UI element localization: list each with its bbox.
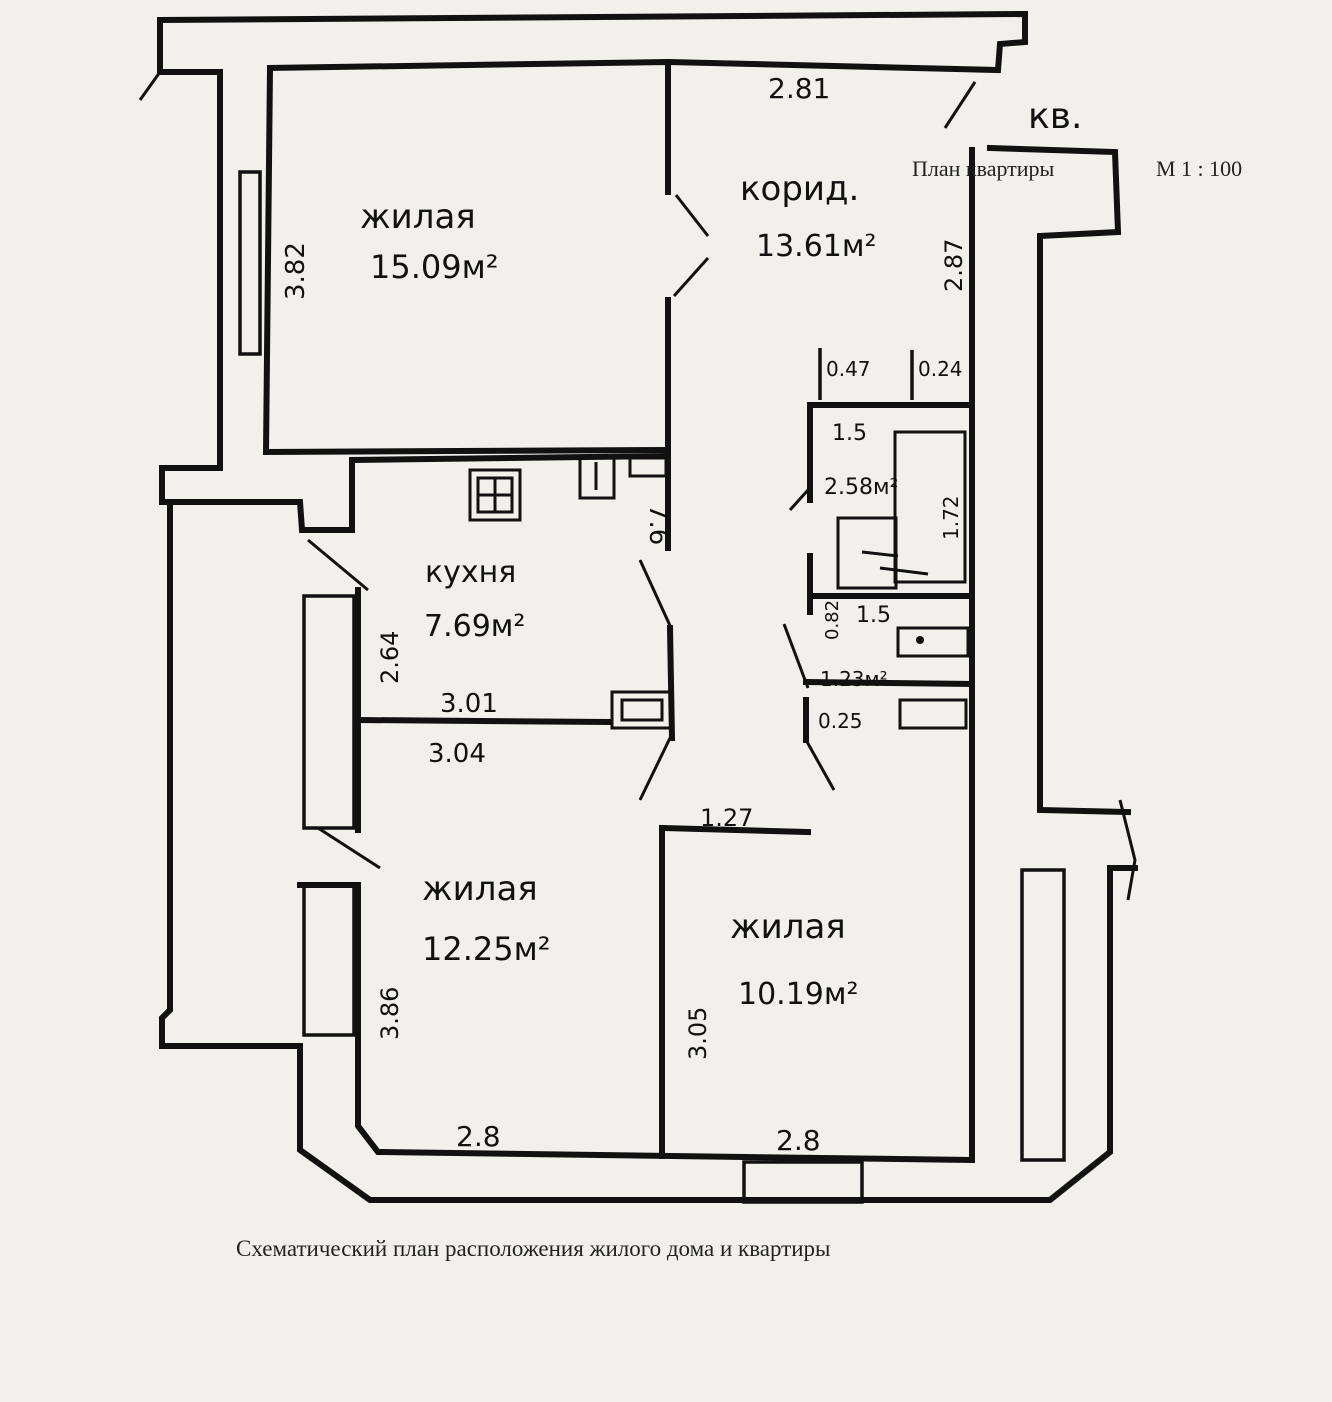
dim-left-upper: 3.82 [281, 242, 311, 300]
room-bathroom-area: 2.58м² [824, 475, 898, 500]
dim-kitchen-wall: 3.01 [440, 689, 498, 719]
scale-label: М 1 : 100 [1156, 156, 1242, 181]
door-swings [138, 71, 1137, 901]
dim-right-upper: 2.87 [940, 239, 968, 292]
dim-partition-short: 1.27 [700, 804, 753, 832]
dim-wc-bottom: 0.25 [818, 709, 863, 733]
room-living3-area: 10.19м² [738, 977, 859, 1012]
room-kitchen-name: кухня [425, 555, 516, 590]
dim-room2-side: 3.86 [376, 987, 404, 1040]
dim-bottom-left: 2.8 [456, 1120, 501, 1153]
room-kitchen-area: 7.69м² [424, 609, 525, 644]
plan-caption: Схематический план расположения жилого д… [236, 1236, 831, 1261]
washbasin-icon [836, 516, 898, 590]
plan-title: План квартиры [912, 156, 1055, 181]
dim-closet-b: 0.24 [918, 357, 963, 381]
dim-bottom-right: 2.8 [776, 1124, 821, 1157]
room-corridor-name: корид. [740, 169, 859, 209]
dim-bath-side: 1.72 [939, 495, 963, 540]
stove-icon [468, 468, 522, 522]
room-living1-area: 15.09м² [370, 248, 499, 286]
dim-top: 2.81 [768, 72, 830, 105]
dim-bath-top: 1.5 [832, 421, 867, 446]
dim-bath-bottom: 1.5 [856, 603, 891, 628]
room-living1-name: жилая [360, 197, 476, 237]
dim-room3-side: 3.05 [684, 1007, 712, 1060]
dim-wc-side: 0.82 [822, 600, 843, 640]
dim-closet-a: 0.47 [826, 357, 871, 381]
room-living3-name: жилая [730, 907, 846, 947]
dim-kitchen-side: 2.64 [376, 631, 404, 684]
room-living2-name: жилая [422, 869, 538, 909]
room-living2-area: 12.25м² [422, 930, 551, 968]
dim-room-wall: 3.04 [428, 739, 486, 769]
radiator-icon [610, 690, 674, 730]
apartment-label: кв. [1028, 96, 1082, 137]
sink-icon [578, 456, 616, 500]
room-wc-area: 1.23м² [820, 667, 888, 691]
fixtures [468, 430, 970, 730]
cabinet-icon [898, 698, 968, 730]
bathtub-icon [893, 430, 967, 584]
toilet-icon [896, 626, 970, 658]
plan-walls [156, 10, 1138, 1204]
room-corridor-area: 13.61м² [756, 229, 877, 264]
dim-partition: 7.6 [643, 504, 673, 545]
